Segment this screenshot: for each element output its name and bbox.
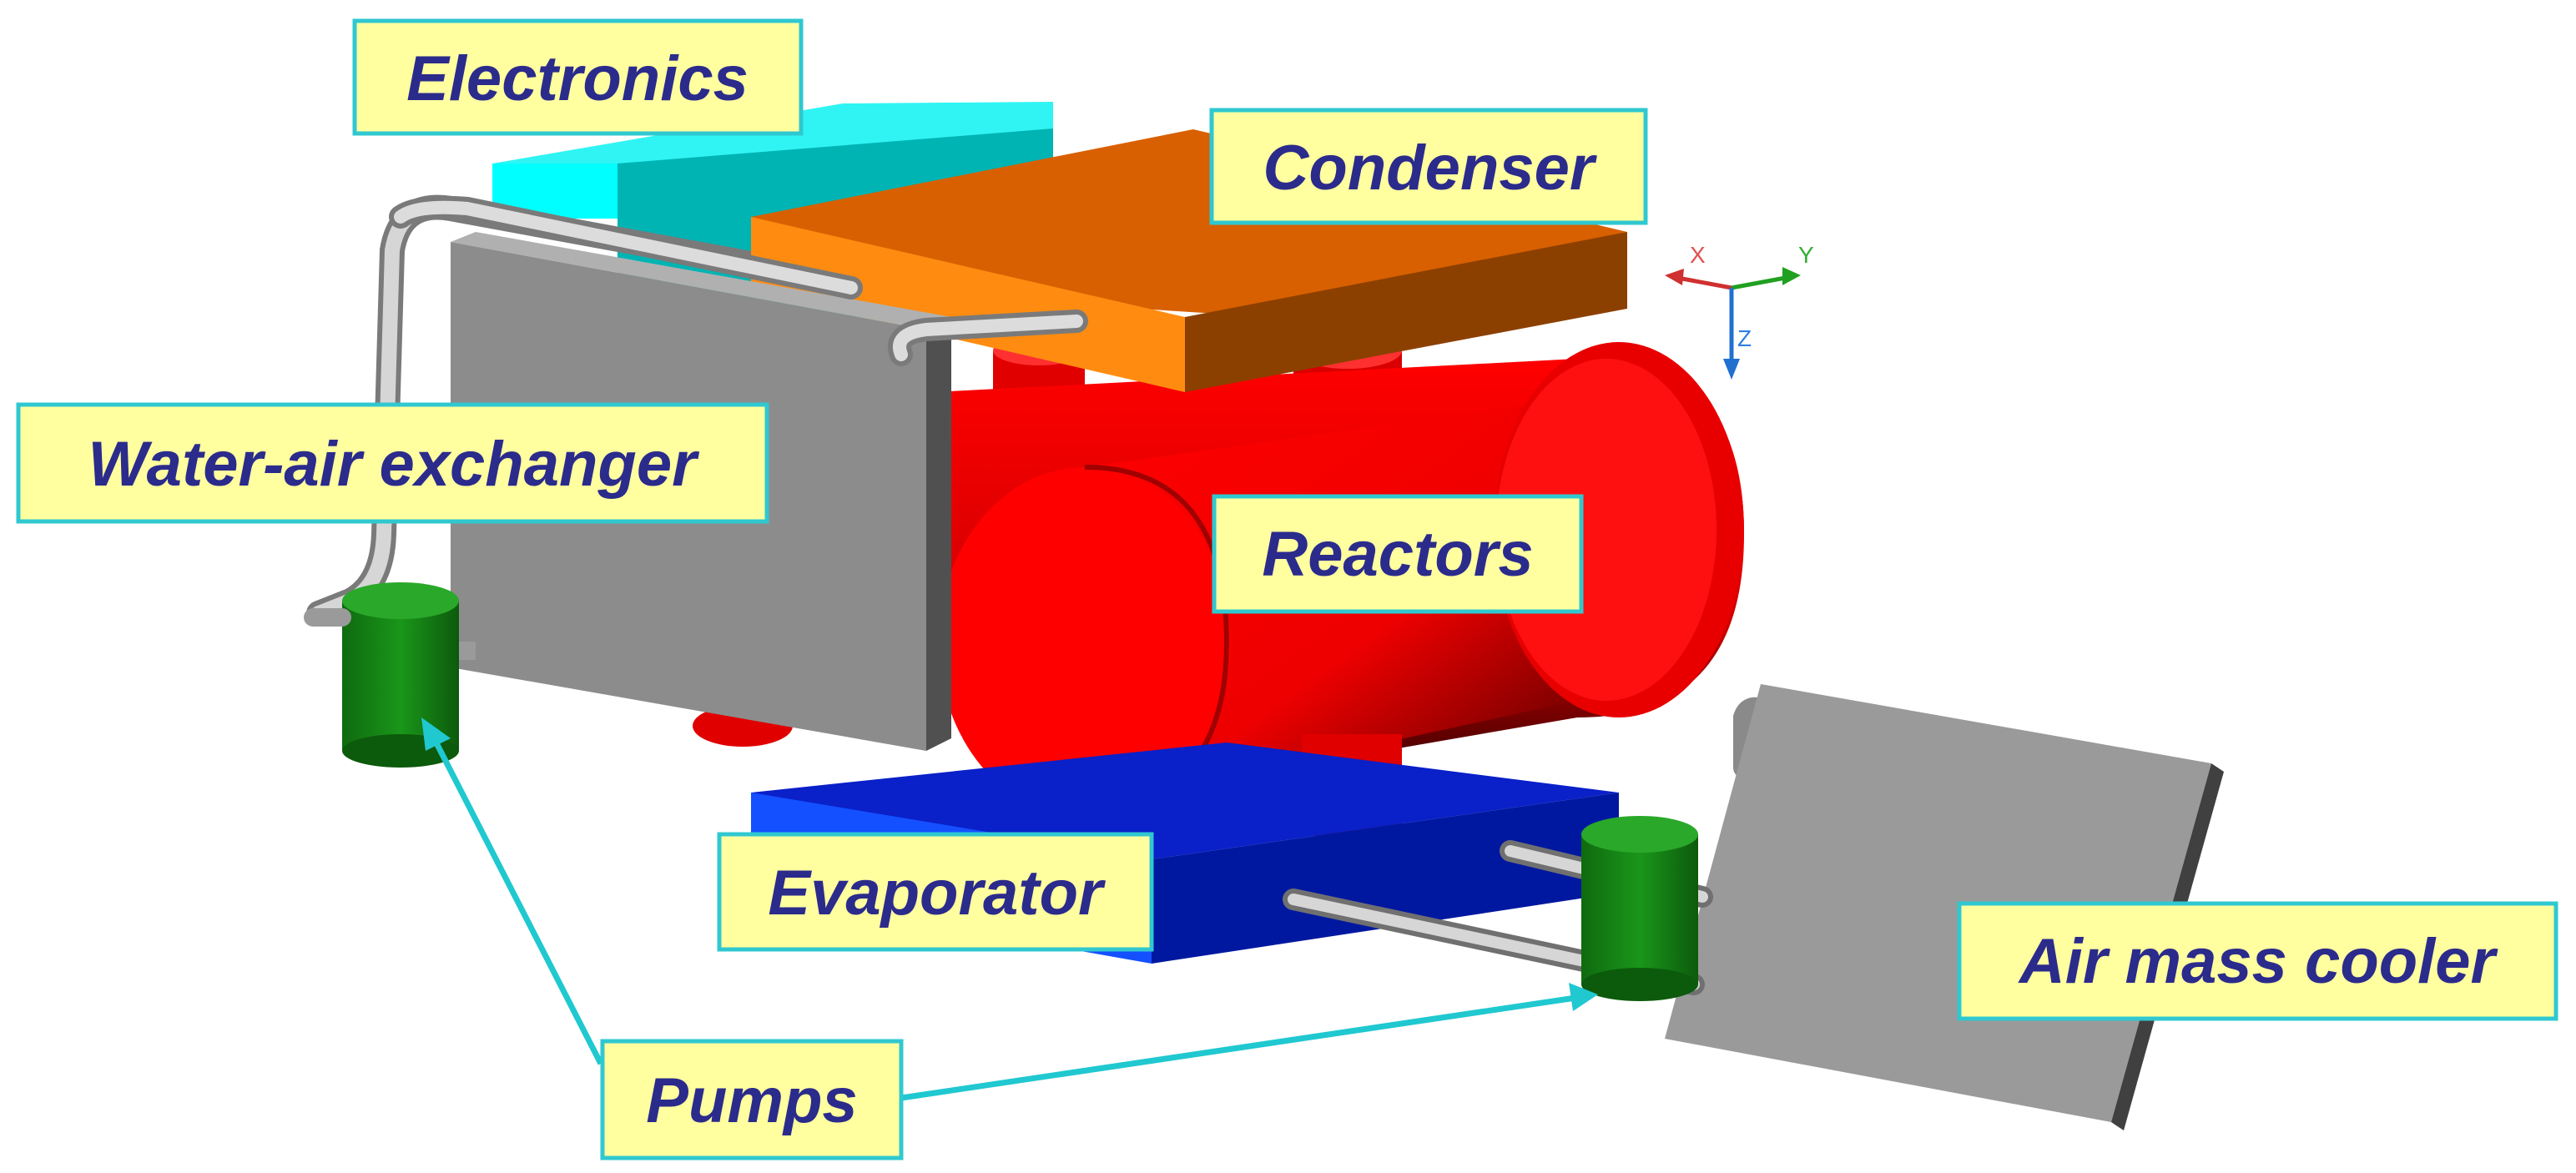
label-pumps: Pumps bbox=[600, 1039, 904, 1160]
y-axis-label: Y bbox=[1798, 242, 1814, 268]
pump-right bbox=[1581, 816, 1698, 1001]
label-electronics-text: Electronics bbox=[406, 43, 749, 114]
label-water-air-exchanger-text: Water-air exchanger bbox=[88, 429, 700, 500]
label-evaporator: Evaporator bbox=[717, 832, 1154, 952]
coolant-pipe-top bbox=[389, 195, 1088, 366]
label-air-mass-cooler: Air mass cooler bbox=[1957, 901, 2558, 1021]
label-evaporator-text: Evaporator bbox=[768, 858, 1107, 929]
leader-arrowhead-left-icon bbox=[421, 717, 451, 751]
z-axis-arrow-icon bbox=[1723, 359, 1740, 380]
z-axis-label: Z bbox=[1737, 325, 1752, 351]
pump-left bbox=[304, 582, 476, 768]
x-axis-arrow-icon bbox=[1665, 269, 1684, 285]
label-pumps-text: Pumps bbox=[646, 1065, 857, 1136]
label-air-mass-cooler-text: Air mass cooler bbox=[2018, 926, 2499, 997]
label-water-air-exchanger: Water-air exchanger bbox=[16, 402, 769, 524]
x-axis-label: X bbox=[1690, 242, 1706, 268]
label-condenser: Condenser bbox=[1209, 108, 1648, 225]
reactor-end-cap bbox=[939, 467, 1231, 818]
label-reactors-text: Reactors bbox=[1262, 519, 1533, 590]
axis-triad: X Y Z bbox=[1665, 242, 1814, 380]
label-reactors: Reactors bbox=[1212, 494, 1584, 614]
condenser-slab bbox=[751, 129, 1627, 392]
label-electronics: Electronics bbox=[352, 18, 804, 136]
y-axis-line bbox=[1731, 274, 1791, 290]
leader-arrowhead-right-icon bbox=[1569, 983, 1598, 1011]
label-condenser-text: Condenser bbox=[1263, 133, 1598, 204]
y-axis-arrow-icon bbox=[1782, 267, 1801, 285]
pumps-leader-lines bbox=[421, 717, 1598, 1101]
